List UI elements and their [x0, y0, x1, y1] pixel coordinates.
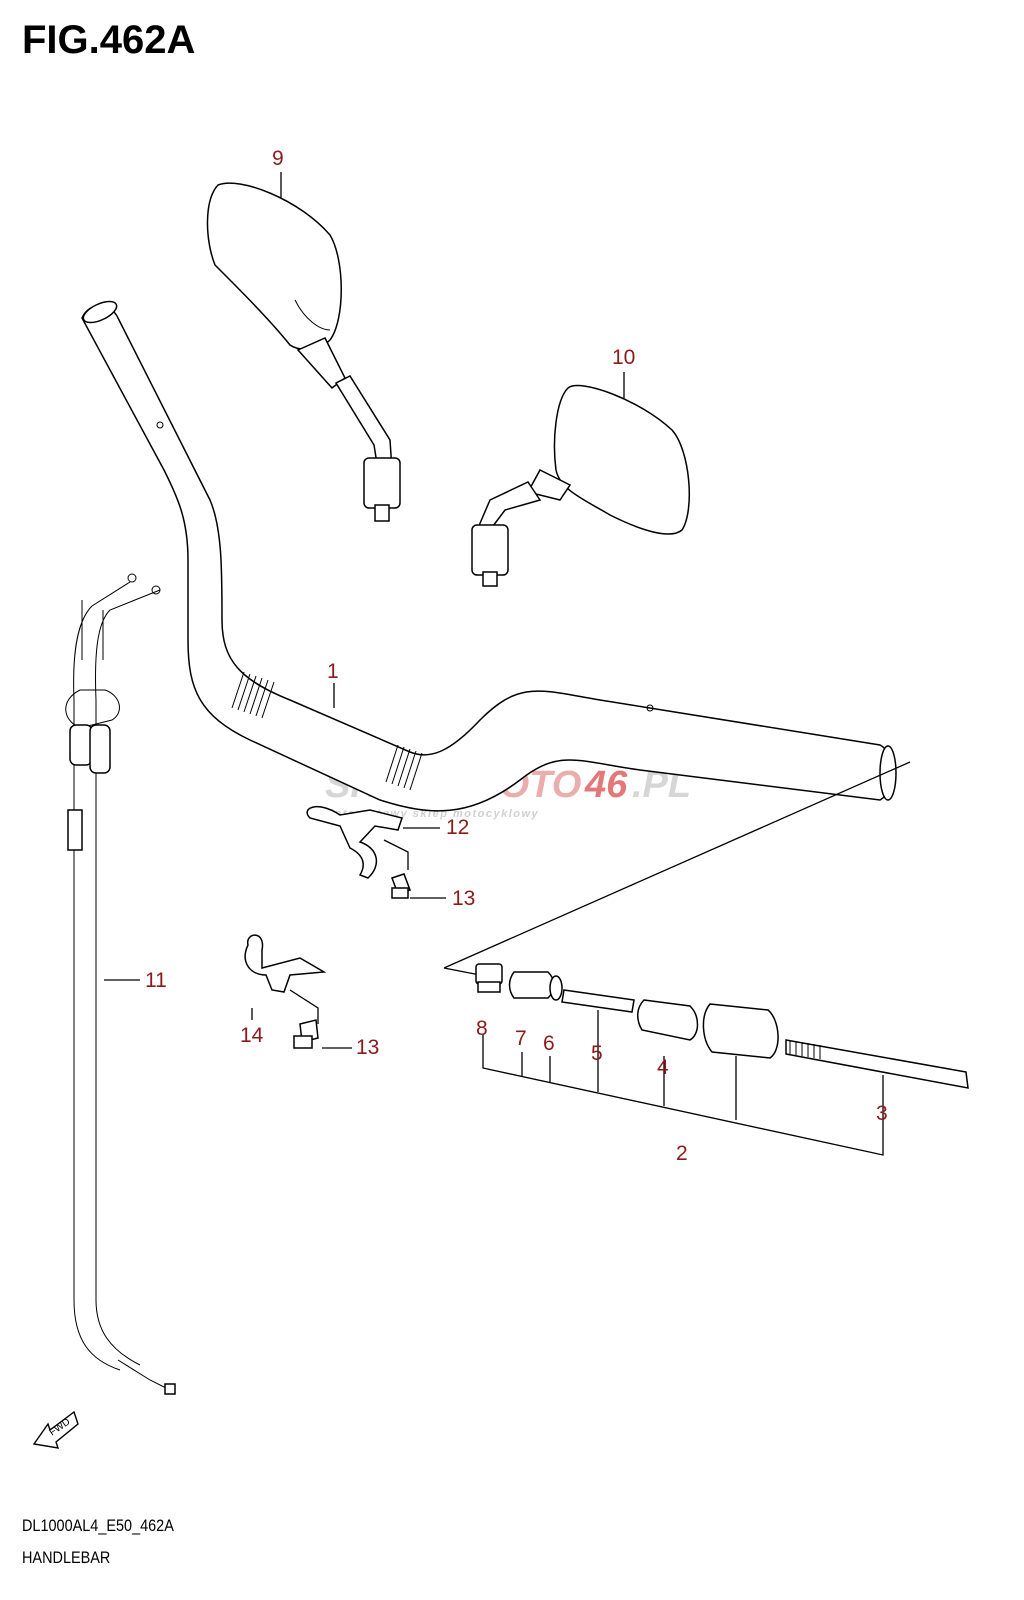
callout-13-lower: 13	[356, 1036, 379, 1059]
mirror-right-part	[471, 384, 691, 587]
figure-title: FIG.462A	[22, 18, 196, 62]
callout-10: 10	[612, 346, 635, 369]
callout-9: 9	[272, 147, 284, 170]
model-code: DL1000AL4_E50_462A	[22, 1516, 174, 1535]
callout-5: 5	[591, 1042, 603, 1065]
callout-13-upper: 13	[452, 887, 475, 910]
watermark-brand-c: 46	[584, 764, 628, 806]
callout-labels: 9 10 1 12 13 11 14 13 8 7 6 5 4 3 2	[145, 147, 888, 1165]
callout-11: 11	[145, 969, 167, 992]
leader-lines	[251, 172, 625, 1049]
fwd-arrow-icon: FWD	[32, 1410, 79, 1449]
callout-8: 8	[476, 1017, 488, 1040]
bar-end-assembly	[443, 761, 969, 1156]
cable-clamp-12-part	[306, 805, 411, 899]
callout-14: 14	[240, 1024, 264, 1047]
callout-12: 12	[446, 816, 469, 839]
cable-clamp-14-part	[244, 934, 327, 1049]
diagram-name: HANDLEBAR	[22, 1548, 111, 1567]
handlebar-part	[81, 300, 897, 812]
throttle-cable-part	[65, 573, 176, 1395]
callout-3: 3	[876, 1102, 888, 1125]
callout-7: 7	[515, 1027, 527, 1050]
callout-1: 1	[327, 660, 339, 683]
callout-6: 6	[543, 1032, 555, 1055]
mirror-left-part	[206, 182, 401, 522]
callout-4: 4	[657, 1056, 669, 1079]
callout-2: 2	[676, 1142, 688, 1165]
